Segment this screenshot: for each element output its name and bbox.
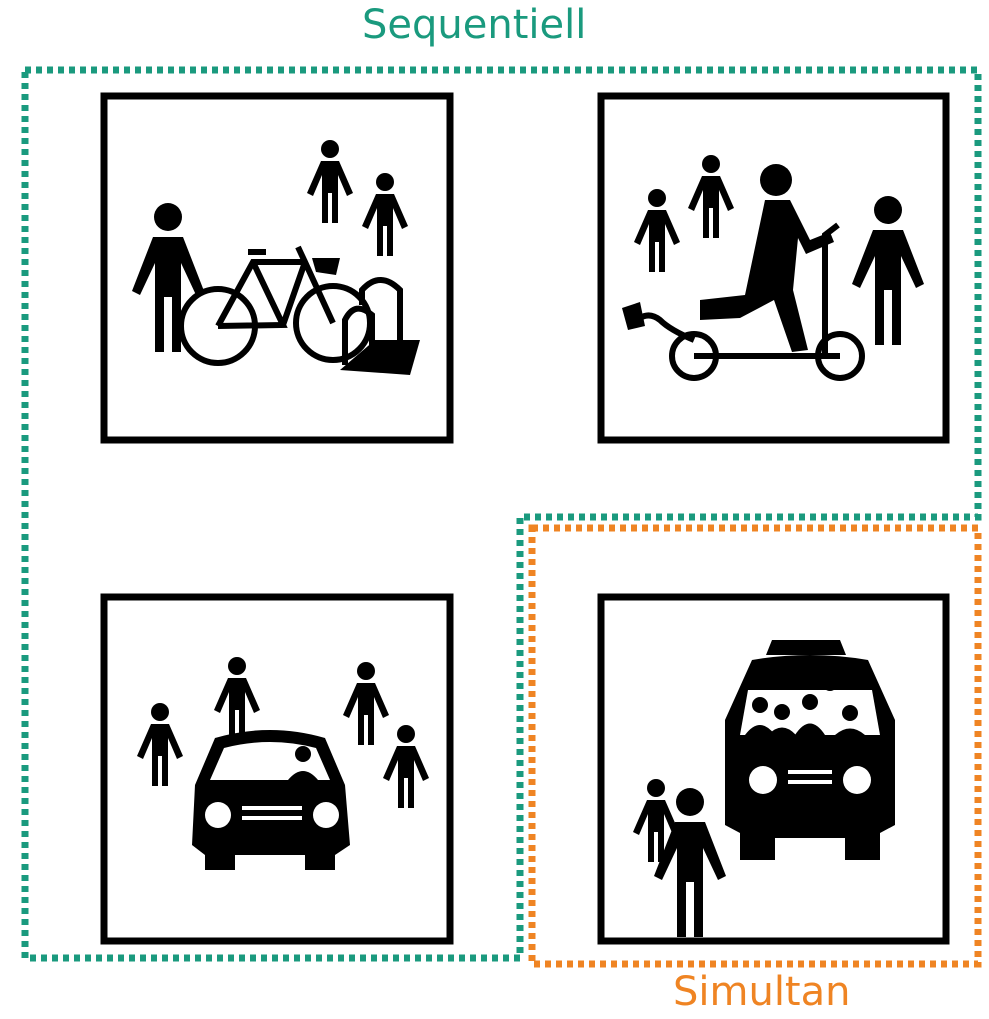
e-scooter-sharing-icon bbox=[601, 96, 946, 440]
car-sharing-icon bbox=[104, 597, 450, 941]
bike-sharing-icon bbox=[104, 96, 450, 440]
ride-pooling-shuttle-icon bbox=[601, 597, 946, 941]
